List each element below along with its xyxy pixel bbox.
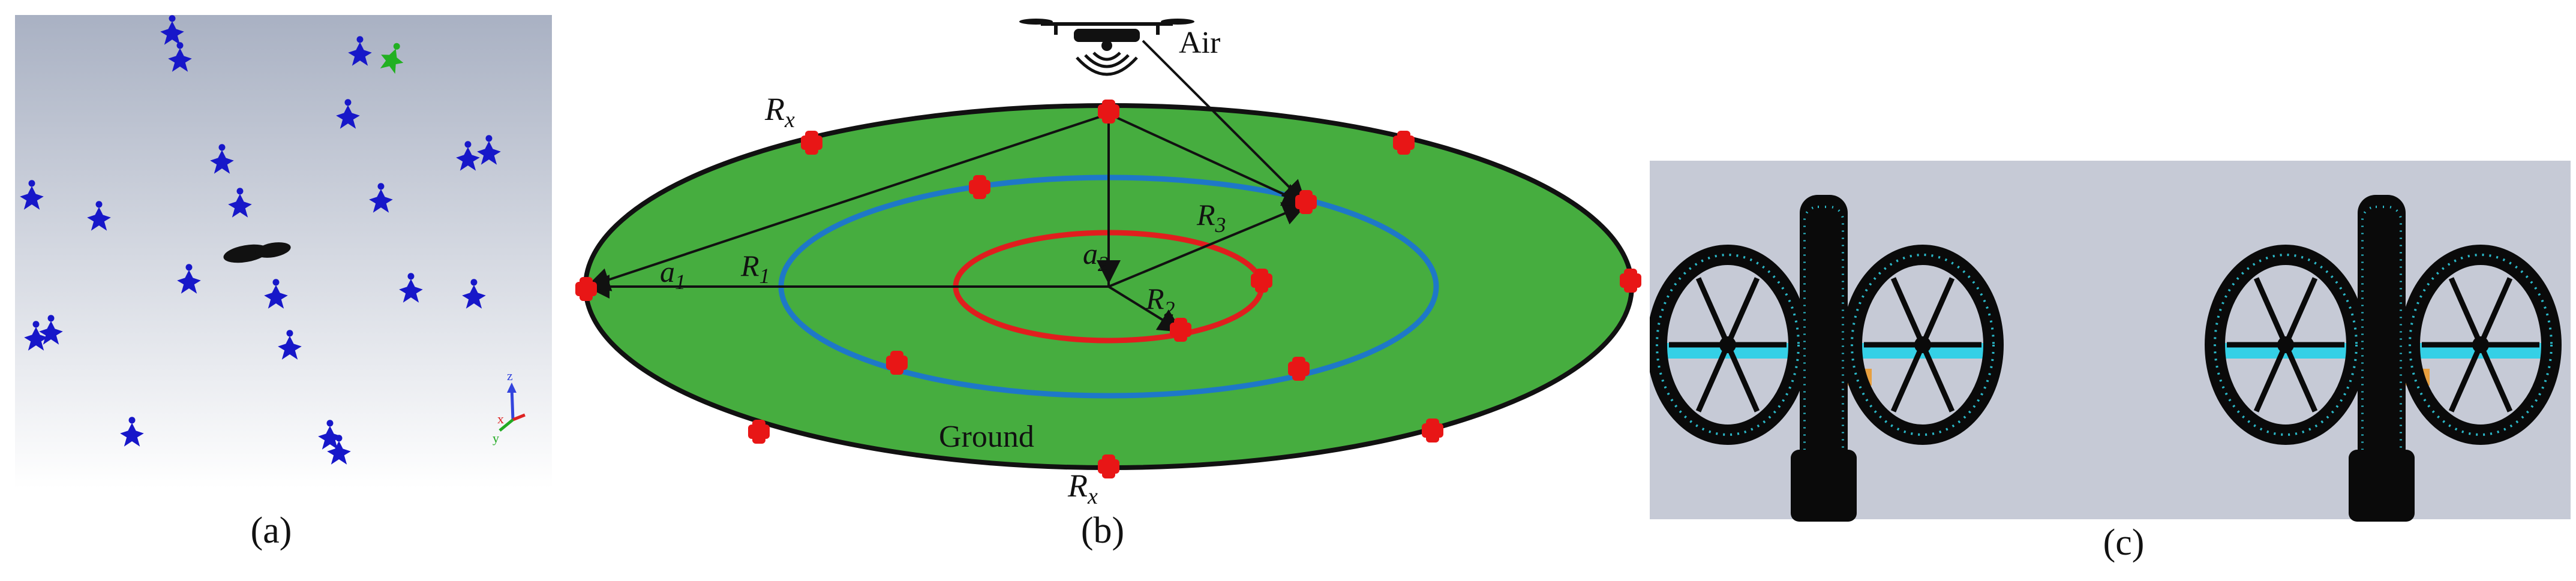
drone-camera (1101, 40, 1112, 51)
y-axis-line (499, 419, 514, 432)
vehicle-layer (1647, 195, 2562, 522)
geometry-svg: Air Ground Rx Rx a1 a2 R1 R2 R3 (575, 19, 1641, 509)
propeller-left (1019, 19, 1053, 25)
propeller-right (1161, 19, 1194, 25)
panel-b-geometry-diagram: Air Ground Rx Rx a1 a2 R1 R2 R3 (570, 6, 1650, 516)
receiver-node (1620, 269, 1641, 293)
wheel (2205, 245, 2367, 445)
slant-line-right (1108, 113, 1307, 206)
wheel (1842, 245, 2004, 445)
vehicle-svg (1647, 161, 2571, 522)
panel-c-vehicle-model (1647, 156, 2571, 525)
receiver-layer (575, 100, 1641, 478)
signal-wave-1 (1092, 52, 1121, 61)
receiver-node (1393, 131, 1415, 155)
r2-label: R2 (1145, 282, 1175, 321)
caption-c: (c) (2103, 522, 2145, 563)
receiver-node (1251, 269, 1272, 293)
vehicle-model (1647, 195, 2004, 522)
caption-a: (a) (250, 510, 292, 551)
air-label: Air (1179, 26, 1220, 60)
y-axis-label: y (493, 431, 499, 445)
rx-label-bottom: Rx (1067, 468, 1098, 509)
drone-body (1074, 29, 1140, 42)
r3-label: R3 (1196, 198, 1226, 237)
swarm-svg: z x y (15, 15, 552, 489)
vehicle-model (2205, 195, 2562, 522)
center-hub (1791, 195, 1857, 522)
receiver-node (575, 277, 597, 301)
receiver-node (1098, 454, 1119, 478)
caption-b: (b) (1080, 510, 1125, 551)
r2-arrow (1107, 285, 1183, 333)
wheel (2400, 245, 2562, 445)
receiver-node (1422, 419, 1443, 442)
receiver-node (748, 420, 770, 444)
slant-line-left (586, 113, 1109, 291)
a2-label: a2 (1083, 237, 1109, 276)
rx-label-top: Rx (764, 91, 795, 133)
signal-wave-2 (1084, 54, 1130, 68)
geometry-lines (586, 40, 1307, 333)
x-axis-label: x (497, 411, 504, 426)
uav-drone (1019, 19, 1194, 76)
x-axis-line (512, 413, 526, 422)
receiver-node (1295, 190, 1317, 214)
dark-target-object (223, 242, 291, 263)
axis-triad: z x y (493, 368, 526, 445)
a1-label: a1 (660, 255, 686, 294)
receiver-node (1170, 318, 1191, 342)
drone-to-receiver-arrow (1142, 40, 1307, 204)
wheel (1647, 245, 1809, 445)
signal-wave-3 (1076, 56, 1138, 76)
z-axis-arrowhead (507, 383, 517, 393)
receiver-node (1288, 357, 1310, 381)
z-axis-label: z (507, 368, 513, 383)
ground-label: Ground (939, 420, 1034, 454)
center-hub (2349, 195, 2415, 522)
receiver-node (969, 175, 990, 199)
receiver-node (801, 131, 822, 155)
r1-label: R1 (740, 249, 770, 288)
receiver-node (1098, 100, 1119, 124)
receiver-node (886, 351, 908, 375)
model-background (1650, 161, 2571, 519)
panel-a-drone-swarm-scene: z x y (15, 15, 552, 489)
r3-arrow (1108, 202, 1307, 288)
